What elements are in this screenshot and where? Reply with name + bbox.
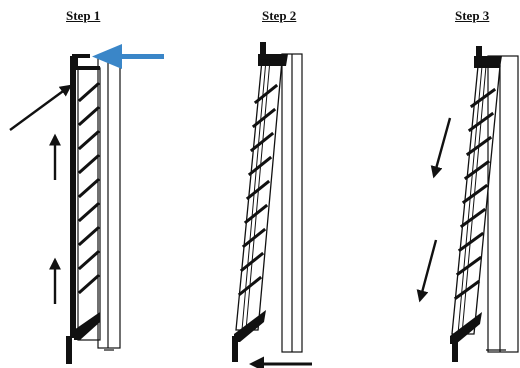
step-1-title: Step 1: [66, 8, 101, 23]
step-1-grille: [66, 54, 101, 364]
arrow-down-icon: [416, 239, 438, 303]
step-2-title: Step 2: [262, 8, 297, 23]
arrow-up-right-icon: [9, 84, 72, 131]
step-2-frame: [281, 53, 303, 353]
step-3-frame: [486, 55, 519, 353]
step-3-panel: [416, 46, 519, 362]
blue-arrow-left-icon: [92, 44, 164, 69]
step-3-grille: [450, 46, 502, 362]
step-3-title: Step 3: [455, 8, 490, 23]
step-1-frame: [97, 57, 121, 351]
arrow-down-icon: [430, 117, 452, 179]
step-2-grille: [232, 42, 288, 362]
step-1-panel: [9, 44, 164, 364]
step-2-panel: [232, 42, 312, 368]
